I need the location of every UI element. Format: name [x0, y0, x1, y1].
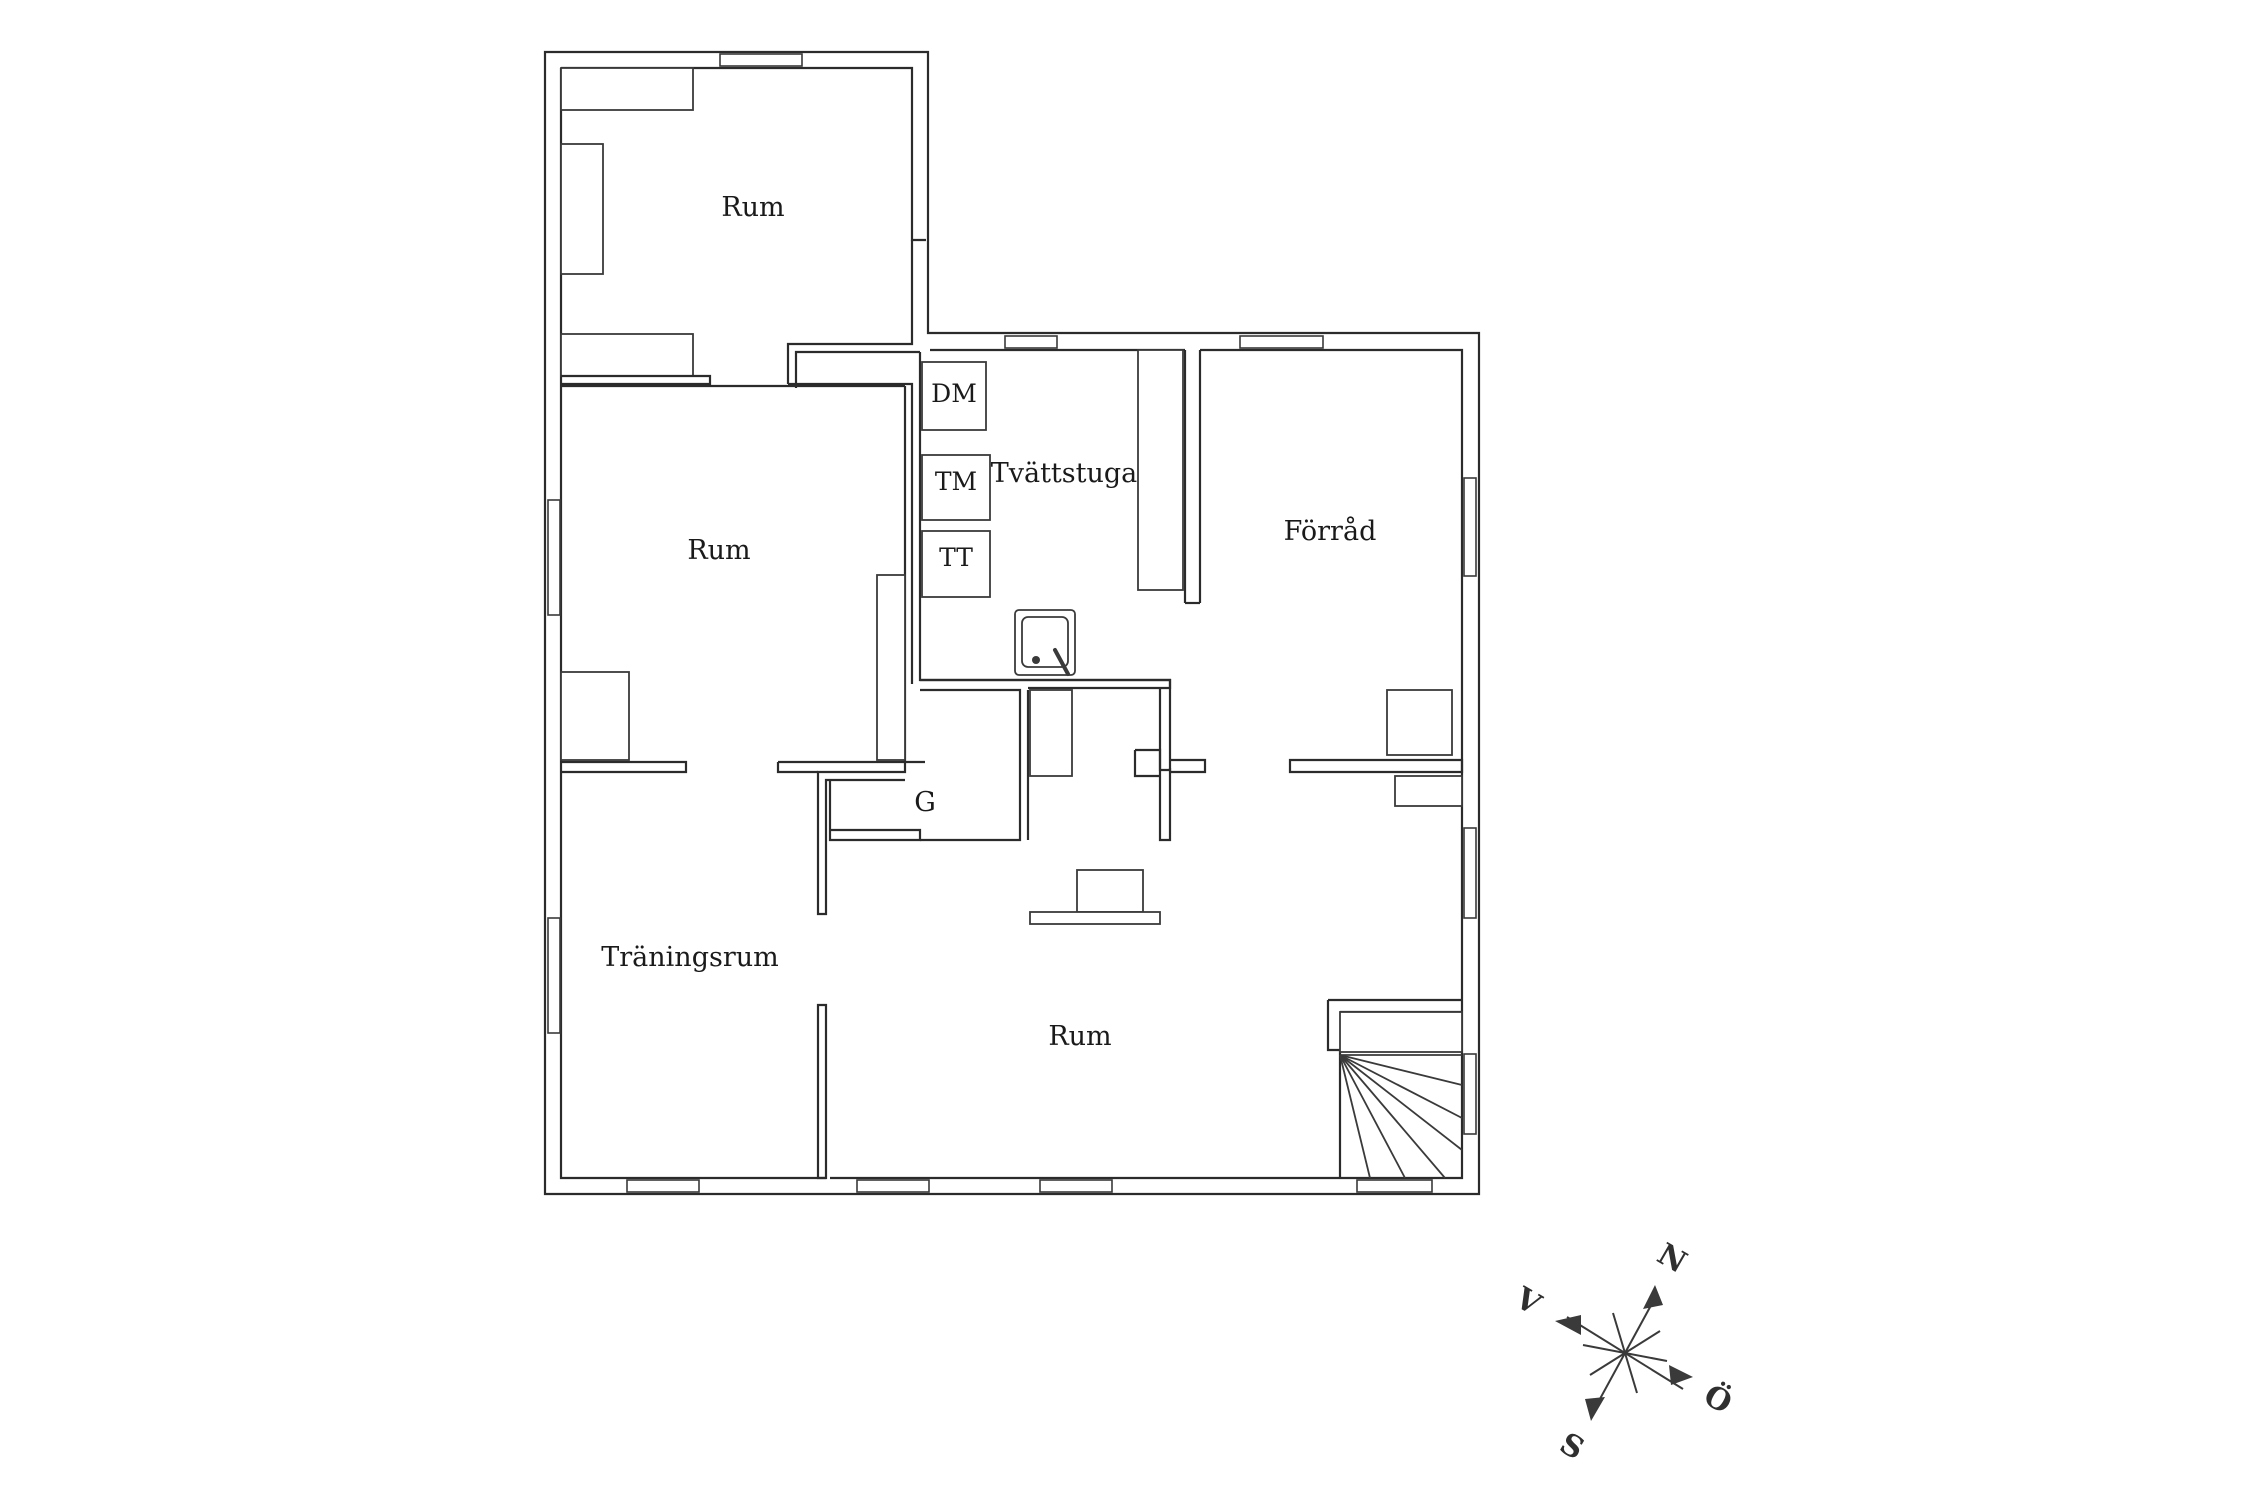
compass-rose-icon: N Ö S V — [1508, 1237, 1739, 1468]
room-labels: Rum Rum Tvättstuga Förråd G Träningsrum … — [601, 192, 1376, 1052]
compass-o: Ö — [1698, 1376, 1739, 1421]
compass-n: N — [1651, 1237, 1692, 1281]
room-label-tvattstuga: Tvättstuga — [991, 458, 1138, 489]
room-label-rum-s: Rum — [1048, 1021, 1111, 1052]
washing-machine-box — [921, 454, 991, 521]
outer-walls — [543, 50, 1481, 1196]
compass-v: V — [1508, 1280, 1547, 1323]
room-label-rum-nw: Rum — [721, 192, 784, 223]
room-label-traningsrum: Träningsrum — [601, 942, 778, 973]
north-arrow-icon — [1643, 1285, 1663, 1309]
east-arrow-icon — [1669, 1365, 1693, 1385]
room-label-forrad: Förråd — [1284, 515, 1377, 547]
tm-label: TM — [935, 467, 977, 496]
dishwasher-box — [921, 361, 987, 431]
room-label-g: G — [914, 787, 936, 818]
windows — [547, 53, 1477, 1193]
south-arrow-icon — [1585, 1397, 1605, 1421]
interior-walls — [560, 67, 1464, 1180]
west-arrow-icon — [1555, 1315, 1581, 1335]
dm-label: DM — [931, 379, 977, 408]
tumble-dryer-box — [921, 530, 991, 598]
room-label-rum-w: Rum — [687, 535, 750, 566]
tt-label: TT — [939, 543, 973, 572]
sink-icon — [1014, 609, 1076, 676]
compass-s: S — [1554, 1426, 1590, 1467]
laundry-appliances: DM TM TT — [921, 361, 991, 598]
